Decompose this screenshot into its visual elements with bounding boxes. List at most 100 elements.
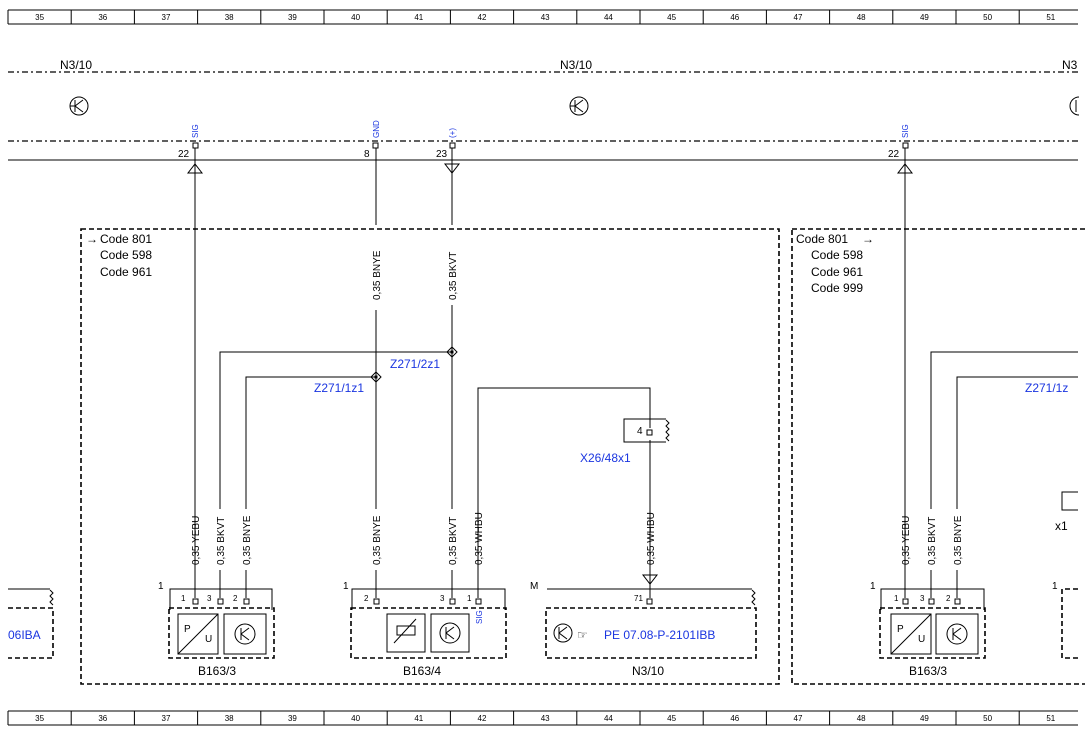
top-ruler-label: 42 [478, 13, 487, 22]
module-label-left: N3/10 [60, 58, 92, 72]
component-label: B163/3 [198, 664, 236, 678]
pin-number: 8 [364, 149, 370, 160]
wire-branch-bkvt [219, 351, 452, 509]
wire-label: 0,35 BNYE [953, 515, 964, 565]
component-marker: 1 [1052, 581, 1058, 592]
top-ruler-label: 50 [983, 13, 992, 22]
bottom-ruler-label: 44 [604, 714, 613, 723]
reference-link[interactable]: 06IBA [8, 628, 41, 642]
svg-text:3: 3 [920, 594, 925, 603]
bottom-ruler-label: 41 [414, 714, 423, 723]
pin-socket [902, 142, 909, 149]
wire-label: 0,35 BKVT [927, 517, 938, 565]
code-label: Code 961 [100, 265, 152, 279]
svg-text:P: P [184, 624, 191, 635]
bottom-ruler-label: 43 [541, 714, 550, 723]
component-b163-3: 1 P U 1 3 2 [158, 581, 275, 659]
wire-branch-bnye [956, 376, 1078, 509]
partial-component [1061, 588, 1078, 659]
top-ruler-label: 37 [162, 13, 171, 22]
svg-text:2: 2 [946, 594, 951, 603]
svg-text:1: 1 [894, 594, 899, 603]
top-ruler-label: 51 [1046, 13, 1055, 22]
partial-connector [1061, 491, 1078, 511]
supply-arrow-icon [443, 163, 461, 174]
bottom-ruler-label: 39 [288, 714, 297, 723]
code-label: Code 999 [811, 281, 863, 295]
code-label: Code 961 [811, 265, 863, 279]
wire-label: 0,35 BNYE [242, 515, 253, 565]
control-unit-icon [69, 96, 89, 116]
pointing-hand-icon: ☞ [577, 628, 588, 642]
top-ruler-label: 46 [730, 13, 739, 22]
bottom-ruler-label: 50 [983, 714, 992, 723]
wire-label: 0,35 WHBU [646, 512, 657, 565]
pin-socket [372, 142, 379, 149]
signal-arrow-icon [896, 163, 914, 174]
svg-text:P: P [897, 624, 904, 635]
pin-number: 23 [436, 149, 448, 160]
component-label: B163/3 [909, 664, 947, 678]
svg-text:1: 1 [181, 594, 186, 603]
wire-label: 0,35 YEBU [191, 516, 202, 565]
component-b163-4: 1 2 3 1 SIG [343, 581, 507, 659]
top-ruler-label: 40 [351, 13, 360, 22]
pin-plus-label: (+) [448, 128, 457, 138]
wire-label: 0,35 WHBU [474, 512, 485, 565]
splice-icon [370, 371, 382, 383]
wire-label: 0,35 BKVT [448, 252, 459, 300]
code-group-box-left [80, 228, 780, 685]
top-ruler-label: 48 [857, 13, 866, 22]
splice-label: Z271/2z1 [390, 357, 440, 371]
code-label: Code 801 [100, 232, 152, 246]
bottom-ruler-label: 37 [162, 714, 171, 723]
bottom-ruler-label: 47 [794, 714, 803, 723]
top-ruler-label: 39 [288, 13, 297, 22]
component-marker: 1 [343, 581, 349, 592]
bottom-ruler-label: 45 [667, 714, 676, 723]
control-unit-icon [1069, 96, 1080, 116]
splice-label: Z271/1z [1025, 381, 1068, 395]
connector-label-partial: x1 [1055, 519, 1068, 533]
component-label: N3/10 [632, 664, 664, 678]
supply-arrow-icon [641, 574, 659, 585]
wire-branch-bnye [245, 376, 376, 509]
top-ruler-label: 47 [794, 13, 803, 22]
code-label: Code 801 [796, 232, 848, 246]
pin-gnd-label: GND [372, 120, 381, 138]
wire-whbu [477, 387, 651, 598]
code-group-box-right [791, 228, 1085, 685]
wire-label: 0,35 BNYE [372, 515, 383, 565]
top-ruler-label: 49 [920, 13, 929, 22]
svg-text:2: 2 [364, 594, 369, 603]
partial-component-left [8, 588, 54, 659]
pin-socket [449, 142, 456, 149]
pin-sig-label-right: SIG [901, 124, 910, 138]
svg-text:1: 1 [467, 594, 472, 603]
svg-text:U: U [918, 634, 925, 645]
bottom-ruler-label: 46 [730, 714, 739, 723]
wire-branch-bkvt [930, 351, 1078, 509]
pin-socket [192, 142, 199, 149]
bottom-ruler-label: 42 [478, 714, 487, 723]
pin-number: 22 [888, 149, 900, 160]
bottom-ruler-label: 36 [98, 714, 107, 723]
pin-number: 22 [178, 149, 190, 160]
svg-text:3: 3 [207, 594, 212, 603]
top-ruler-label: 36 [98, 13, 107, 22]
wire-label: 0,35 BKVT [448, 517, 459, 565]
code-arrow-icon: → [86, 232, 98, 246]
svg-text:2: 2 [233, 594, 238, 603]
code-label: Code 598 [811, 248, 863, 262]
bottom-ruler-label: 51 [1046, 714, 1055, 723]
svg-text:3: 3 [440, 594, 445, 603]
wire-label: 0,35 BKVT [216, 517, 227, 565]
reference-link[interactable]: PE 07.08-P-2101IBB [604, 628, 715, 642]
bottom-ruler-label: 48 [857, 714, 866, 723]
component-n3-10: M 71 ☞ [530, 574, 757, 659]
signal-arrow-icon [186, 163, 204, 174]
component-label: B163/4 [403, 664, 441, 678]
top-ruler-label: 41 [414, 13, 423, 22]
